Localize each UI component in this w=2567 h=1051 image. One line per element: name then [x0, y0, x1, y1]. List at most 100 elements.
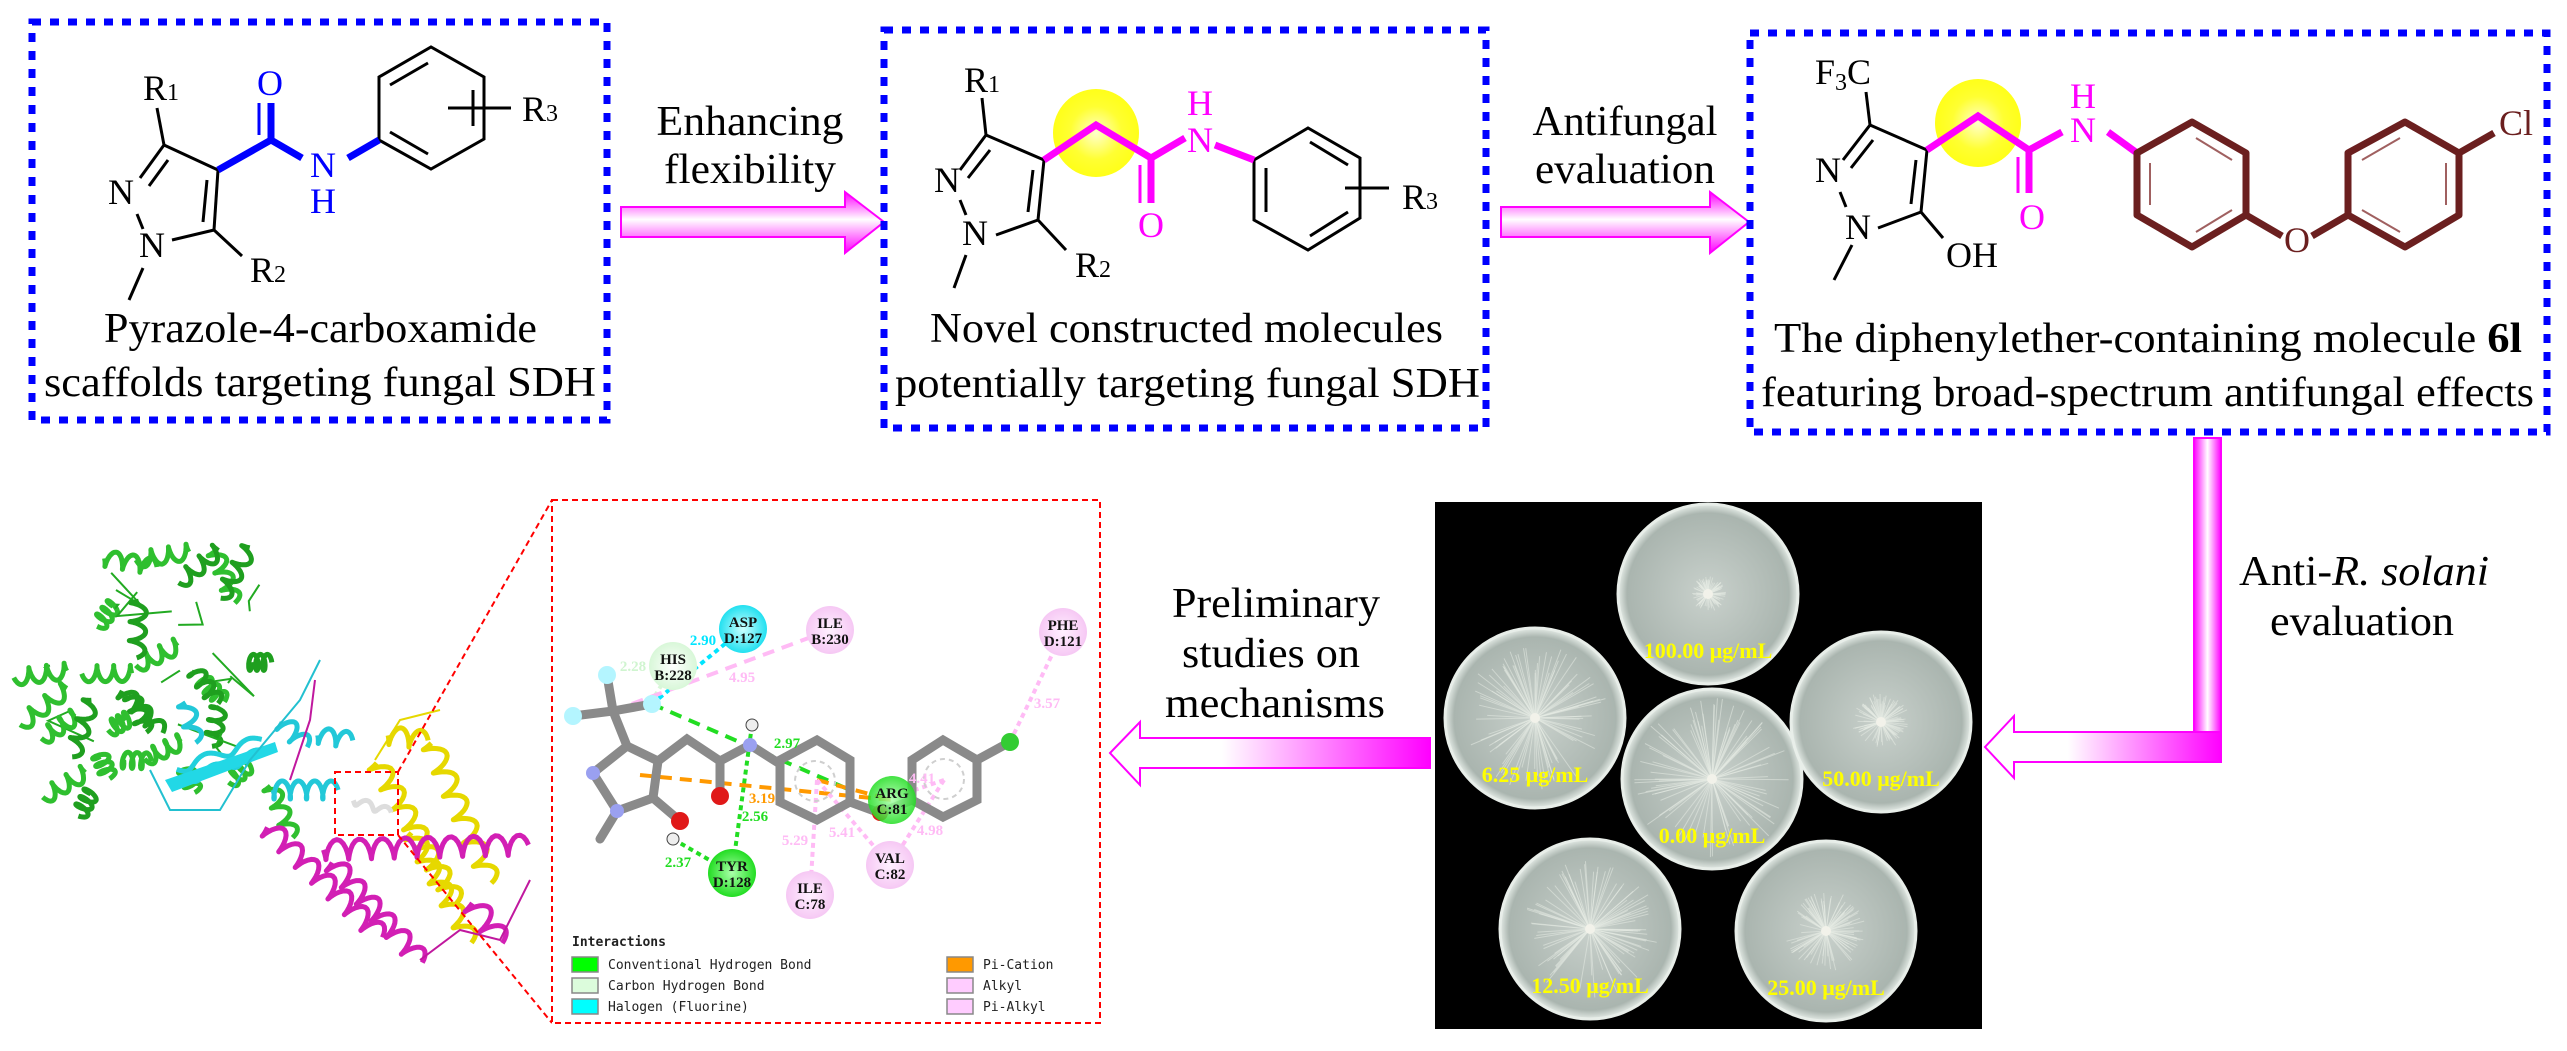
arrow2-label-line1: Antifungal: [1533, 99, 1718, 145]
arrow-antifungal-evaluation: Antifungal evaluation: [1500, 99, 1751, 256]
helix: [73, 786, 99, 820]
helix: [259, 825, 388, 939]
ether-o-label: O: [2284, 220, 2310, 260]
dish-concentration-label: 12.50 μg/mL: [1531, 973, 1649, 998]
chlorine-label: Cl: [2499, 103, 2533, 143]
arrow3-label-line2: evaluation: [2270, 599, 2454, 645]
legend-swatch: [946, 977, 974, 994]
n2-label: N: [1815, 150, 1841, 190]
distance-label: 3.19: [749, 791, 775, 807]
beta-sheet: [165, 742, 278, 792]
residue-name: ASP: [729, 615, 757, 631]
helix: [321, 832, 531, 863]
compound-id: 6l: [2487, 316, 2522, 362]
docking-interaction-panel: ASPD:127HISB:228ILEB:230PHED:121TYRD:128…: [551, 499, 1101, 1024]
residue-name: ILE: [817, 616, 843, 632]
carbonyl-o-label: O: [257, 63, 283, 103]
helix: [261, 784, 300, 840]
pyrazole-carboxamide-structure: [127, 45, 511, 301]
loop: [374, 709, 441, 761]
helix: [385, 725, 431, 750]
loop: [178, 601, 204, 626]
cf3-label: F3C: [1815, 52, 1871, 96]
residue-id: D:127: [724, 631, 763, 647]
dish-concentration-label: 0.00 μg/mL: [1659, 823, 1766, 848]
aromatic-inner-bonds: [2149, 137, 2447, 233]
sdh-protein-cartoon: [11, 541, 531, 964]
linker-highlight: [1925, 111, 2140, 193]
arrow4-label-line3: mechanisms: [1165, 681, 1385, 727]
box2-caption-line2: potentially targeting fungal SDH: [895, 361, 1480, 407]
amide-n-label: N: [1187, 120, 1213, 160]
fungal-colony: [1470, 648, 1606, 790]
residue-id: B:230: [811, 632, 849, 648]
distance-label: 4.41: [909, 771, 935, 787]
legend-item: Carbon Hydrogen Bond: [571, 977, 765, 994]
loop: [114, 603, 121, 610]
legend-swatch: [571, 998, 599, 1015]
distance-label: 5.29: [782, 833, 808, 849]
helix: [366, 761, 464, 905]
arrow4-label-line2: studies on: [1182, 631, 1360, 677]
helix: [246, 651, 275, 673]
helix: [227, 756, 255, 789]
amide-h-label: H: [1187, 83, 1213, 123]
n1-label: N: [1845, 207, 1871, 247]
loop: [149, 659, 321, 811]
legend-label: Halogen (Fluorine): [608, 1000, 749, 1015]
legend-swatch: [571, 956, 599, 973]
helix: [41, 763, 87, 804]
box-novel-molecules: R1 N N R2 O N H R3 Novel constructed mol…: [880, 26, 1490, 432]
r3-label: R3: [1402, 177, 1438, 217]
legend-item: Conventional Hydrogen Bond: [571, 956, 812, 973]
r2-label: R2: [250, 250, 286, 290]
diphenylether-highlight: [2133, 118, 2496, 251]
arrow-enhancing-flexibility: Enhancing flexibility: [620, 99, 886, 256]
legend-swatch: [946, 998, 974, 1015]
binding-site-zoom-indicator: [334, 499, 553, 1024]
residue-id: C:81: [877, 802, 908, 818]
novel-molecule-structure: [952, 97, 1389, 289]
petri-dish: 50.00 μg/mL: [1789, 630, 1973, 814]
amide-n-label: N: [2070, 110, 2096, 150]
loop: [289, 679, 316, 781]
residue-name: VAL: [875, 851, 905, 867]
box-compound-6l: F3C N N OH O N H O Cl The diphenylether-…: [1746, 29, 2551, 436]
helix: [67, 697, 98, 760]
distance-label: 3.57: [1034, 696, 1061, 712]
arrow1-label-line1: Enhancing: [657, 99, 844, 145]
residue-name: HIS: [660, 652, 686, 668]
arrow-anti-r-solani-evaluation: Anti-R. solani evaluation: [1983, 437, 2489, 781]
petri-dish: 6.25 μg/mL: [1443, 626, 1627, 810]
helix: [39, 707, 78, 745]
box3-caption-line1: The diphenylether-containing molecule 6l: [1774, 316, 2522, 362]
pyrazole-structure: [1832, 91, 1945, 281]
helix: [323, 861, 428, 964]
loop: [211, 652, 255, 697]
legend-swatch: [571, 977, 599, 994]
distance-label: 2.28: [620, 659, 646, 675]
box3-caption-line2: featuring broad-spectrum antifungal effe…: [1761, 370, 2534, 416]
helix: [175, 735, 264, 774]
residue-id: B:228: [654, 668, 692, 684]
residue-name: TYR: [716, 859, 748, 875]
legend-item: Pi-Alkyl: [946, 998, 1046, 1015]
loop: [45, 708, 95, 743]
dish-concentration-label: 6.25 μg/mL: [1482, 762, 1589, 787]
arrow4-label-line1: Preliminary: [1172, 581, 1380, 627]
distance-label: 2.56: [742, 809, 769, 825]
dish-concentration-label: 25.00 μg/mL: [1767, 975, 1885, 1000]
legend-item: Pi-Cation: [946, 956, 1053, 973]
legend-label: Carbon Hydrogen Bond: [608, 979, 765, 994]
helix: [270, 778, 341, 802]
helix: [462, 901, 509, 945]
n2-label: N: [108, 172, 134, 212]
r3-label: R3: [522, 89, 558, 129]
loop: [247, 584, 261, 612]
helix: [420, 741, 500, 885]
